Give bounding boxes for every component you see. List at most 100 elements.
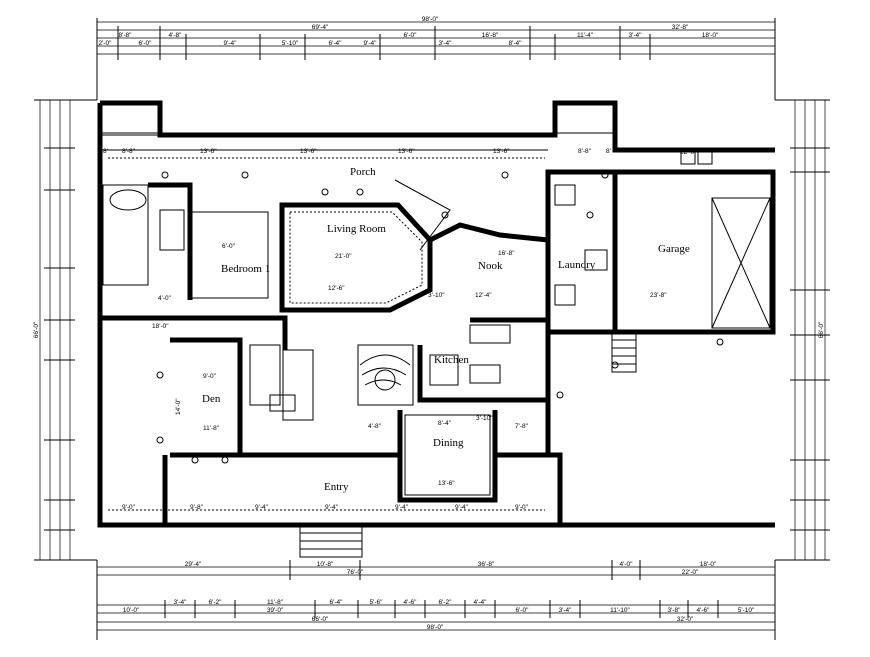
room-label-entry: Entry <box>324 481 349 493</box>
kitchen-dim-1: 8'-4" <box>438 420 452 427</box>
exterior-walls <box>97 100 776 528</box>
living-dim-2: 12'-6" <box>328 285 345 292</box>
dining-walls <box>397 410 498 496</box>
top-dim-3f: 3'-4" <box>629 32 643 39</box>
front-entry-steps <box>299 524 363 558</box>
overall-width-bottom: 98'-0" <box>427 624 444 631</box>
top-dim-4b: 6'-0" <box>139 40 153 47</box>
bottom-dim-2h: 6'-2" <box>439 599 453 606</box>
bottom-dimension-lines <box>96 560 776 640</box>
bottom-dim-2a: 10'-0" <box>123 607 140 614</box>
bedroom-dim-3: 4'-0" <box>158 295 172 302</box>
dining-dim: 13'-6" <box>438 480 455 487</box>
top-dim-garage: 32'-8" <box>672 24 689 31</box>
bottom-dim-2e: 6'-4" <box>330 599 344 606</box>
top-dim-4g: 3'-4" <box>439 40 453 47</box>
top-dim-3c: 6'-0" <box>404 32 418 39</box>
den-dim-2: 11'-8" <box>203 425 220 432</box>
top-dim-3a: 8'-8" <box>119 32 133 39</box>
porch-dim-8: 8' <box>606 148 611 155</box>
room-label-living-room: Living Room <box>327 223 386 235</box>
bottom-int-dim-1: 9'-0" <box>122 504 136 511</box>
top-dim-3b: 4'-8" <box>169 32 183 39</box>
garage-width-dim: 23'-8" <box>650 292 667 299</box>
nook-dim-1: 16'-8" <box>498 250 515 257</box>
overall-depth-left: 66'-0" <box>33 321 40 338</box>
top-dim-4f: 9'-4" <box>364 40 378 47</box>
overall-width-top: 98'-0" <box>422 16 439 23</box>
porch-dim-2: 8'-8" <box>122 148 136 155</box>
bedroom-dim-2: 18'-0" <box>152 323 169 330</box>
bottom-dim-2o: 5'-10" <box>738 607 755 614</box>
nook-dim-3: 3'-10" <box>428 292 445 299</box>
room-label-bedroom-1: Bedroom 1 <box>221 263 270 275</box>
bottom-dim-1d: 4'-0" <box>620 561 634 568</box>
bottom-dim-1c: 36'-8" <box>478 561 495 568</box>
rear-steps <box>101 102 637 373</box>
bottom-dim-2c: 6'-2" <box>209 599 223 606</box>
bottom-dim-house: 76'-0" <box>347 569 364 576</box>
bottom-dim-sub-right: 32'-0" <box>677 616 694 623</box>
top-dim-4d: 5'-10" <box>282 40 299 47</box>
top-dim-4a: 2'-0" <box>99 40 113 47</box>
kitchen-dim-2: 7'-8" <box>515 423 529 430</box>
bottom-dim-2g: 4'-6" <box>404 599 418 606</box>
garage <box>612 147 771 332</box>
porch-dim-5: 13'-6" <box>398 148 415 155</box>
bedroom-1-walls <box>100 182 288 350</box>
den-dim-1: 9'-0" <box>203 373 217 380</box>
top-dim-4c: 9'-4" <box>224 40 238 47</box>
room-label-laundry: Laundry <box>558 259 596 271</box>
top-dim-3e: 11'-4" <box>577 32 594 39</box>
bedroom-dim-1: 6'-0" <box>222 243 236 250</box>
porch-dim-3: 13'-6" <box>200 148 217 155</box>
nook-dim-2: 12'-4" <box>475 292 492 299</box>
porch-dim-6: 13'-6" <box>493 148 510 155</box>
porch-dim-7: 8'-8" <box>578 148 592 155</box>
bottom-dim-2n: 4'-6" <box>697 607 711 614</box>
porch-beam-line <box>108 157 545 511</box>
window-markers <box>156 171 724 464</box>
nook-kitchen-walls <box>417 222 549 403</box>
bottom-dim-3a: 66'-0" <box>312 616 329 623</box>
bottom-dim-2d: 11'-8" <box>267 599 284 606</box>
top-dim-4e: 6'-4" <box>329 40 343 47</box>
bottom-dim-1a: 29'-4" <box>185 561 202 568</box>
staircase <box>357 344 414 406</box>
living-room-walls <box>279 179 451 313</box>
bottom-dim-2k: 3'-4" <box>559 607 573 614</box>
top-dim-main: 69'-4" <box>312 24 329 31</box>
bottom-dim-2f: 5'-6" <box>370 599 384 606</box>
room-label-den: Den <box>202 393 221 405</box>
bottom-dim-sub-left: 39'-0" <box>267 607 284 614</box>
garage-top-dim: 22'-0" <box>680 149 697 156</box>
room-label-porch: Porch <box>350 166 376 178</box>
laundry-walls <box>554 184 608 306</box>
right-dimension-lines <box>775 99 830 561</box>
bottom-dim-2l: 11'-10" <box>610 607 630 614</box>
bottom-int-dim-6: 9'-4" <box>455 504 469 511</box>
bottom-int-dim-7: 9'-0" <box>515 504 529 511</box>
bottom-dim-1b: 10'-8" <box>317 561 334 568</box>
den-walls <box>170 337 314 455</box>
bottom-dim-2m: 3'-8" <box>668 607 682 614</box>
bottom-int-dim-5: 9'-4" <box>395 504 409 511</box>
bottom-dim-2i: 4'-4" <box>474 599 488 606</box>
left-dimension-lines <box>34 99 97 561</box>
top-dimension-lines <box>96 18 776 100</box>
kitchen-dim-3: 3'-10" <box>476 415 493 422</box>
bottom-int-dim-4: 9'-4" <box>325 504 339 511</box>
overall-depth-right: 66'-0" <box>818 321 825 338</box>
porch-dim-4: 13'-6" <box>300 148 317 155</box>
top-dim-3d: 16'-8" <box>482 32 499 39</box>
room-label-garage: Garage <box>658 243 690 255</box>
bottom-int-dim-2: 9'-8" <box>190 504 204 511</box>
bottom-dim-garage: 22'-0" <box>682 569 699 576</box>
top-dim-3g: 18'-0" <box>702 32 719 39</box>
entry-dim: 4'-8" <box>368 423 382 430</box>
den-dim-3: 14'-0" <box>175 398 182 415</box>
bottom-dim-1e: 18'-0" <box>700 561 717 568</box>
room-label-nook: Nook <box>478 260 503 272</box>
bottom-int-dim-3: 9'-4" <box>255 504 269 511</box>
